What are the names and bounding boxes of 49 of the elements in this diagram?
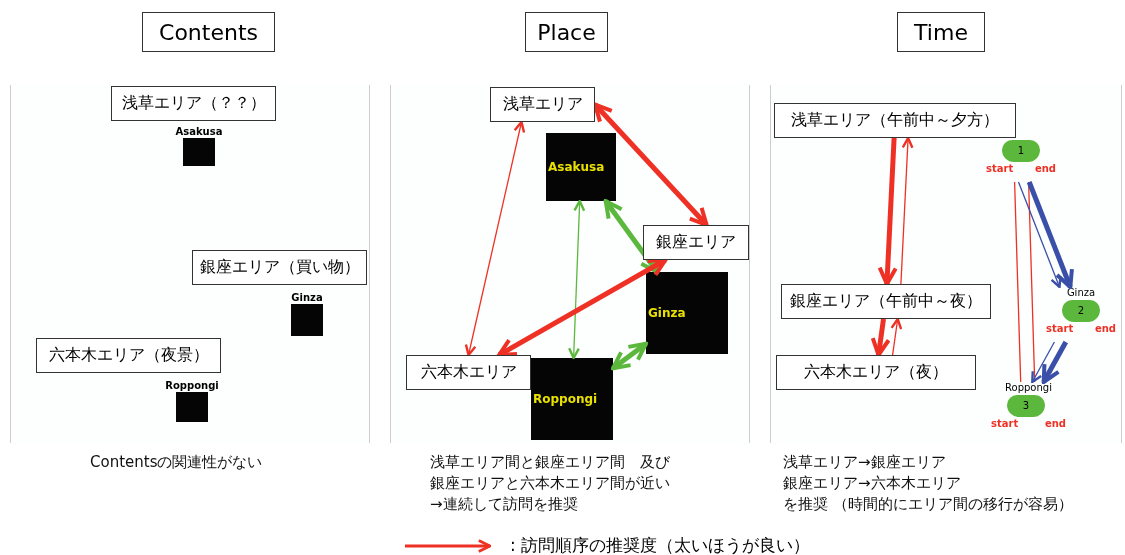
callout-box: 六本木エリア <box>406 355 531 390</box>
arrow <box>464 120 526 357</box>
callout-box: 浅草エリア <box>490 87 595 122</box>
arrow <box>1031 341 1056 384</box>
place-label: Asakusa <box>174 126 224 137</box>
caption-text: 浅草エリア間と銀座エリア間 及び銀座エリアと六本木エリア間が近い→連続して訪問を推奨 <box>430 452 671 515</box>
graph-node: 1 <box>1002 140 1040 162</box>
arrow <box>611 341 648 371</box>
node-label: Roppongi <box>1004 382 1053 393</box>
port-label: start <box>991 418 1019 429</box>
arrow <box>870 318 891 357</box>
heading-box: Time <box>897 12 985 52</box>
port-label: end <box>1034 163 1056 174</box>
heading-box: Place <box>525 12 608 52</box>
caption-text: を推奨 （時間的にエリア間の移行が容易） <box>783 494 1074 515</box>
arrow <box>568 199 586 360</box>
graph-node: 3 <box>1007 395 1045 417</box>
port-label: end <box>1044 418 1066 429</box>
arrow <box>1026 181 1074 289</box>
place-label: Roppongi <box>164 380 220 391</box>
node-label: Ginza <box>1065 287 1097 298</box>
place-label: Ginza <box>290 292 324 303</box>
arrow <box>900 136 914 285</box>
arrow <box>1017 181 1062 289</box>
place-square: Asakusa <box>546 133 616 201</box>
callout-box: 浅草エリア（午前中～夕方） <box>774 103 1016 138</box>
callout-box: 六本木エリア（夜） <box>776 355 976 390</box>
heading-box: Contents <box>142 12 275 52</box>
arrow <box>1041 340 1068 384</box>
callout-box: 銀座エリア（午前中～夜） <box>781 284 991 319</box>
callout-box: 浅草エリア（？？） <box>111 86 276 121</box>
caption-text: Contentsの関連性がない <box>90 452 264 473</box>
port-label: start <box>1046 323 1074 334</box>
place-square: Ginza <box>646 272 728 354</box>
graph-node: 2 <box>1062 300 1100 322</box>
callout-box: 銀座エリア <box>643 225 749 260</box>
legend-text: : 訪問順序の推奨度（太いほうが良い） <box>510 534 811 555</box>
connector-line <box>1013 181 1022 383</box>
caption-text: 浅草エリア→銀座エリア <box>783 452 947 473</box>
port-label: start <box>986 163 1014 174</box>
port-label: end <box>1094 323 1116 334</box>
arrow <box>593 102 709 227</box>
arrow <box>603 199 660 274</box>
arrow <box>877 137 898 286</box>
callout-box: 六本木エリア（夜景） <box>36 338 221 373</box>
caption-text: 銀座エリア→六本木エリア <box>783 473 962 494</box>
place-square: Roppongi <box>531 358 613 440</box>
callout-box: 銀座エリア（買い物） <box>192 250 367 285</box>
arrow <box>890 317 903 356</box>
